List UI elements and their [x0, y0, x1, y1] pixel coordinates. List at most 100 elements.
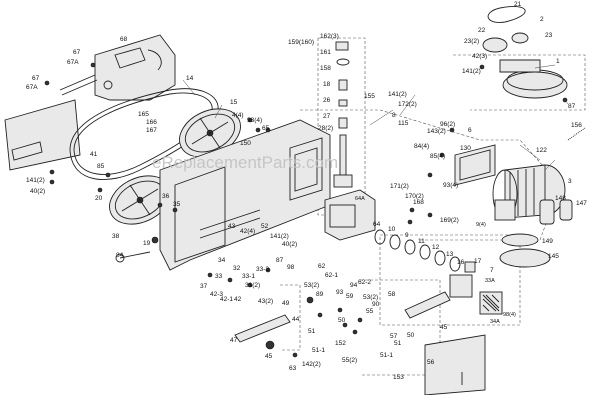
label-159-160: 159(160): [288, 39, 314, 46]
label-16: 16: [457, 259, 465, 266]
watermark-text: eReplacementParts.com: [152, 153, 338, 172]
label-19: 19: [143, 240, 151, 247]
label-45-a: 45: [265, 353, 273, 360]
label-145: 145: [548, 253, 559, 260]
label-51-1-a: 51-1: [312, 347, 325, 354]
label-57: 57: [390, 333, 398, 340]
pulley-parts: [482, 6, 568, 99]
label-42-3-b: 42-3: [210, 291, 223, 298]
label-96-2: 96(2): [440, 121, 455, 128]
label-33A: 33A: [485, 278, 495, 284]
label-67-a: 67: [73, 49, 81, 56]
label-98-4: 98(4): [503, 312, 516, 318]
label-67A-b: 67A: [26, 84, 38, 91]
label-64A: 64A: [355, 196, 365, 202]
small-hardware-parts: [44, 62, 586, 358]
label-93-4-a: 93(4): [443, 182, 458, 189]
label-161: 161: [320, 49, 331, 56]
label-89: 89: [316, 291, 324, 298]
label-13: 13: [446, 251, 454, 258]
label-22: 22: [478, 27, 486, 34]
label-84: 84: [116, 252, 124, 259]
label-34: 34: [218, 257, 226, 264]
label-155: 155: [364, 93, 375, 100]
label-156: 156: [571, 122, 582, 129]
label-17: 17: [474, 258, 482, 265]
label-33-3: 33-3: [256, 266, 269, 273]
label-34A: 34A: [490, 319, 500, 325]
label-165: 165: [138, 111, 149, 118]
label-37: 37: [200, 283, 208, 290]
label-148: 148: [555, 195, 566, 202]
label-6: 6: [468, 127, 472, 134]
label-63: 63: [289, 365, 297, 372]
label-41: 41: [90, 151, 98, 158]
label-45-b: 45: [440, 324, 448, 331]
label-21: 21: [514, 1, 522, 8]
main-frame-part: [159, 119, 331, 271]
motor-base-part: [499, 233, 551, 268]
part-number-labels: 21 2 22 23 23(2) 42(3) 141(2) 1 87 156 1…: [26, 1, 587, 381]
label-38: 38: [112, 233, 120, 240]
label-62-2: 62-2: [358, 279, 371, 286]
label-9: 9: [405, 232, 409, 239]
label-26: 26: [323, 97, 331, 104]
label-7: 7: [490, 267, 494, 274]
label-55-2: 55(2): [342, 357, 357, 364]
label-36: 36: [162, 193, 170, 200]
label-58: 58: [388, 291, 396, 298]
label-93: 93: [336, 289, 344, 296]
label-52: 52: [261, 223, 269, 230]
label-141-2-c: 141(2): [26, 177, 45, 184]
label-90: 90: [372, 301, 380, 308]
label-50-a: 50: [338, 317, 346, 324]
label-8: 8: [392, 112, 396, 119]
label-149: 149: [542, 238, 553, 245]
belt-cover-part: [94, 34, 176, 101]
label-172-2: 172(2): [398, 101, 417, 108]
label-122: 122: [536, 147, 547, 154]
label-62: 62: [318, 263, 326, 270]
label-93-4-b: 93(4): [247, 117, 262, 124]
label-20: 20: [95, 195, 103, 202]
label-28-2: 28(2): [318, 125, 333, 132]
label-53-2-b: 53(2): [363, 294, 378, 301]
label-94: 94: [350, 282, 358, 289]
label-167: 167: [146, 127, 157, 134]
bearing-row-parts: [374, 229, 476, 273]
label-55: 55: [366, 308, 374, 315]
leader-lines: [182, 64, 569, 171]
label-11: 11: [418, 238, 425, 245]
gear-cover-part: [454, 144, 496, 186]
label-51-1-b: 51-1: [380, 352, 393, 359]
label-33-1: 33-1: [242, 273, 255, 280]
label-40-2: 40(2): [30, 188, 45, 195]
label-158: 158: [320, 65, 331, 72]
label-56: 56: [427, 359, 435, 366]
label-42-4: 42(4): [240, 228, 255, 235]
label-31-2: 31(2): [245, 282, 260, 289]
label-50-b: 50: [407, 332, 415, 339]
label-141-2-d: 141(2): [270, 233, 289, 240]
label-85: 85: [97, 163, 105, 170]
label-68: 68: [120, 36, 128, 43]
label-169-2: 169(2): [440, 217, 459, 224]
label-62-1: 62-1: [325, 272, 338, 279]
label-47: 47: [230, 337, 238, 344]
label-1: 1: [556, 58, 560, 65]
label-166: 166: [146, 119, 157, 126]
label-53-2: 53(2): [304, 282, 319, 289]
label-162-3: 162(3): [320, 33, 339, 40]
label-67A-a: 67A: [67, 59, 79, 66]
label-170-2: 170(2): [405, 193, 424, 200]
label-42-1: 42-1: [220, 296, 233, 303]
label-15: 15: [230, 99, 238, 106]
label-64: 64: [373, 221, 381, 228]
label-23: 23: [545, 32, 553, 39]
label-12: 12: [432, 244, 440, 251]
lower-wheel-part: [109, 175, 171, 225]
label-23-2: 23(2): [464, 38, 479, 45]
label-147: 147: [576, 200, 587, 207]
label-9-4: 9(4): [476, 222, 486, 228]
